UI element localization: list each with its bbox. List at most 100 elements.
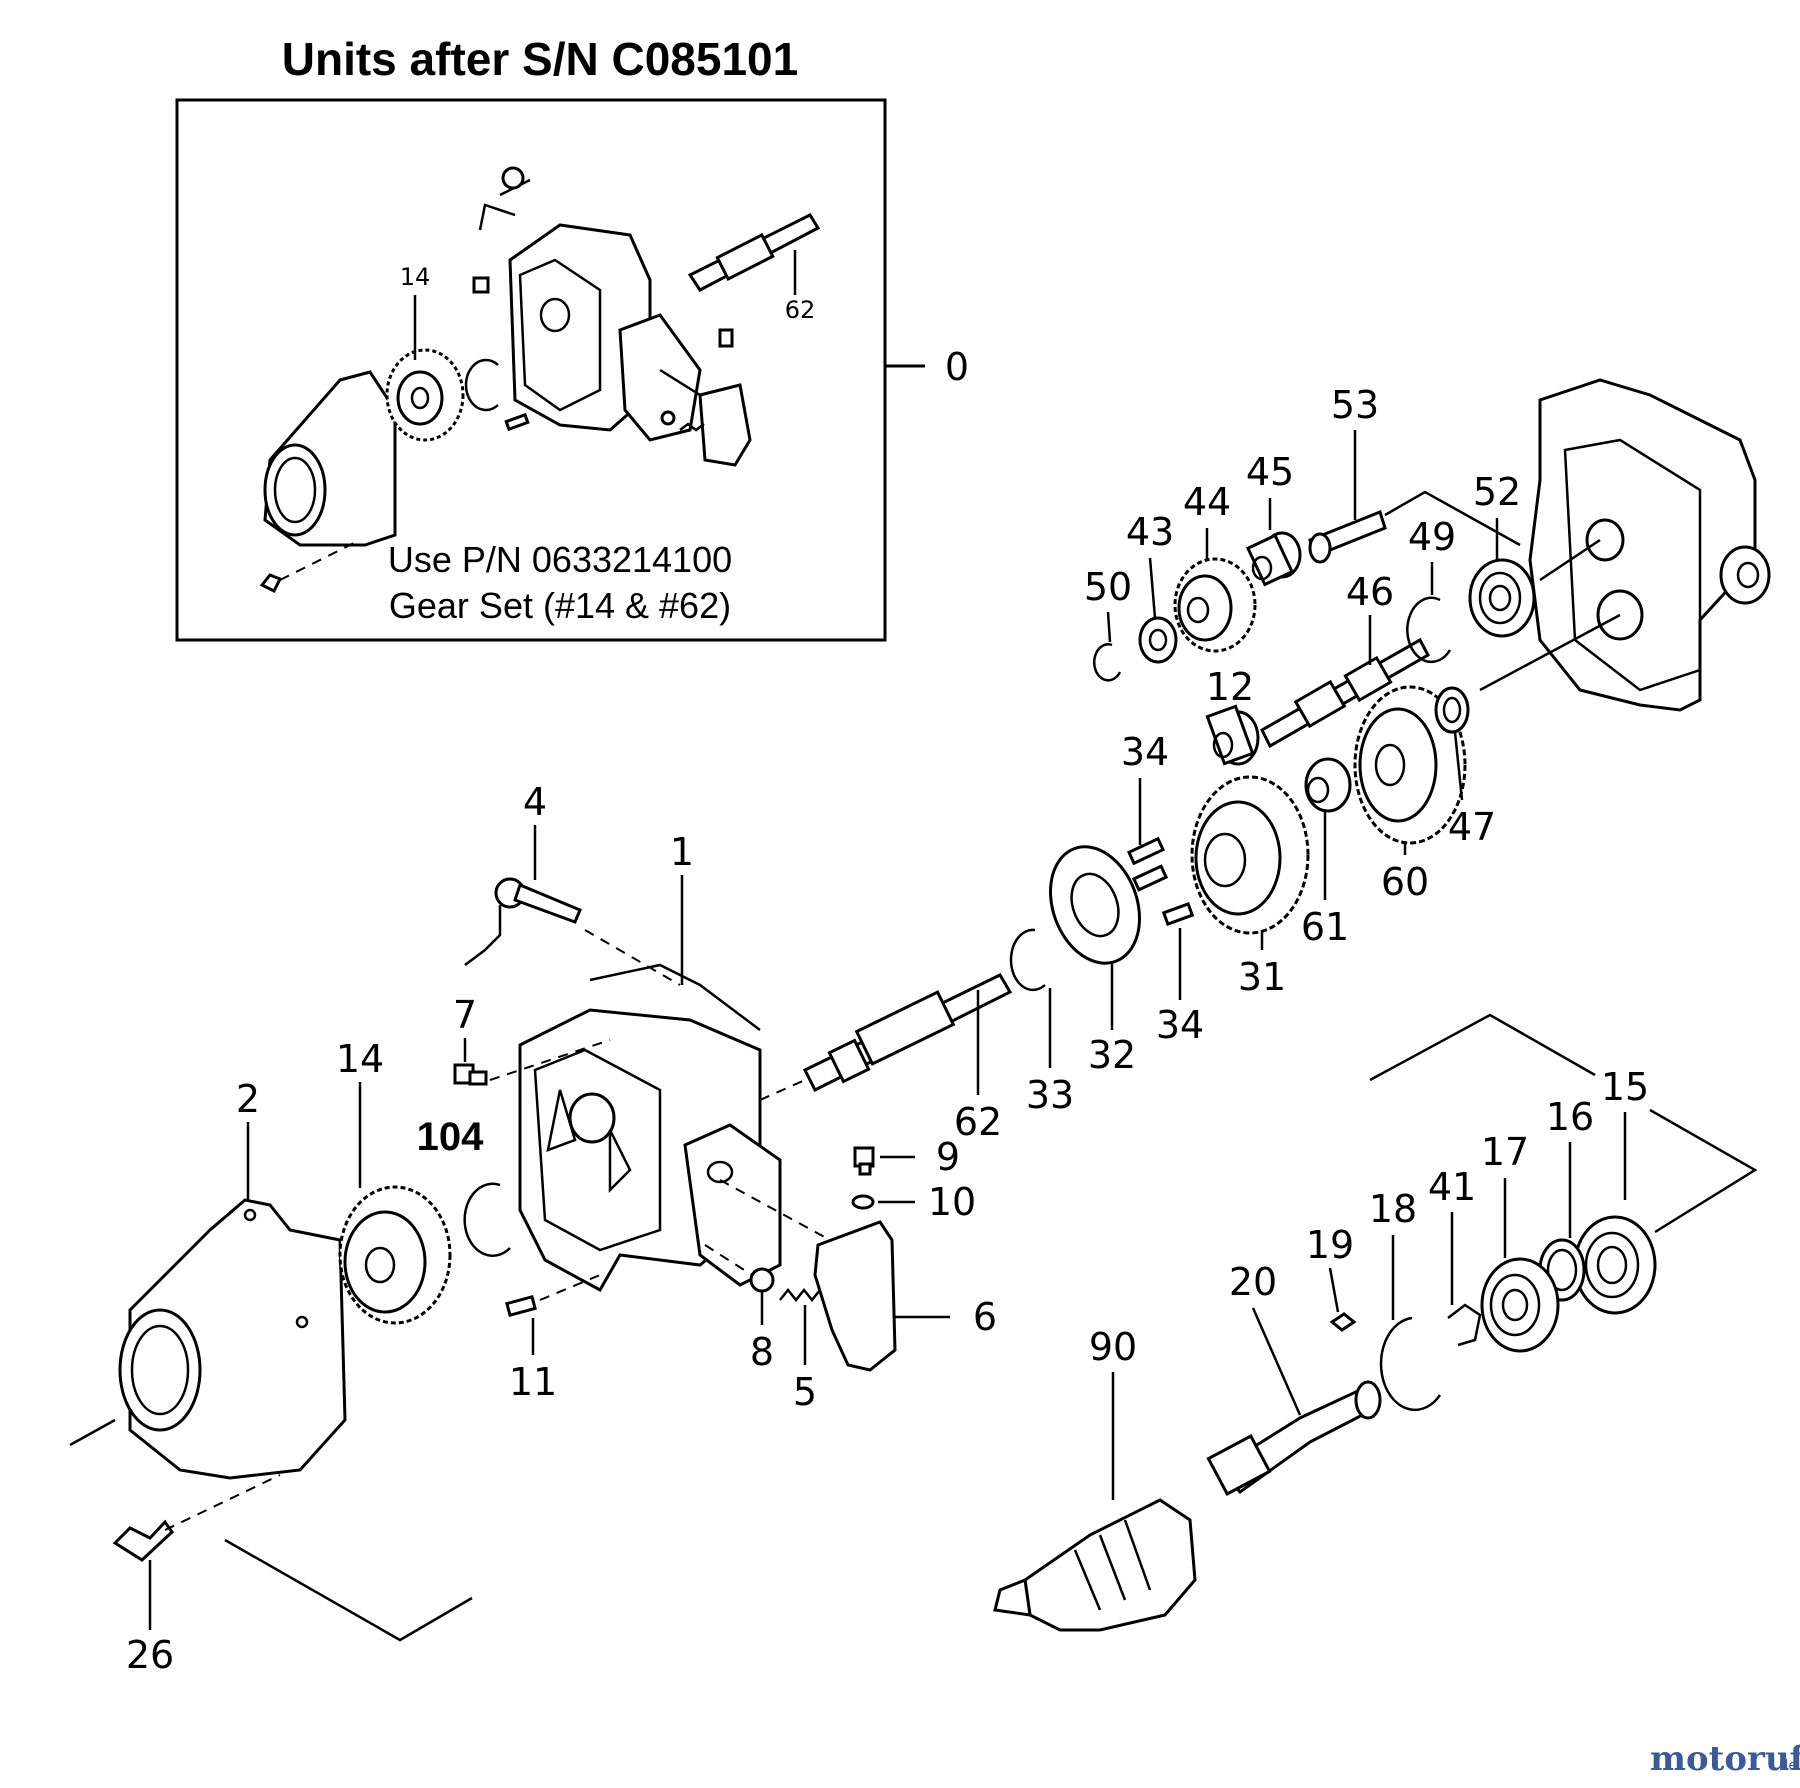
label-9: 9 <box>936 1135 960 1179</box>
inset-bolt <box>259 573 283 594</box>
label-52: 52 <box>1473 470 1521 514</box>
part-50-circlip <box>1092 643 1122 682</box>
label-104: 104 <box>417 1115 484 1159</box>
inset-title: Units after S/N C085101 <box>282 33 798 85</box>
part-60-gear <box>1353 685 1467 845</box>
label-90: 90 <box>1089 1325 1137 1369</box>
label-26: 26 <box>126 1633 174 1677</box>
label-12: 12 <box>1206 665 1254 709</box>
label-1: 1 <box>670 830 694 874</box>
label-46: 46 <box>1346 570 1394 614</box>
label-7: 7 <box>453 993 477 1037</box>
assembly-baseline <box>69 1418 473 1642</box>
label-34b: 34 <box>1156 1003 1204 1047</box>
label-45: 45 <box>1246 450 1294 494</box>
inset-cone-cover <box>263 370 397 547</box>
inset-snap-ring <box>464 358 499 412</box>
inset-spring <box>679 422 705 432</box>
inset-note-line2: Gear Set (#14 & #62) <box>389 585 731 626</box>
label-11: 11 <box>509 1360 557 1404</box>
label-17: 17 <box>1481 1130 1529 1174</box>
part-62-shaft <box>802 973 1013 1093</box>
watermark-text: motoruf <box>1650 1739 1800 1779</box>
inset-gear-housing <box>508 223 702 442</box>
part-10-washer <box>851 1194 875 1210</box>
label-14: 14 <box>336 1037 384 1081</box>
part-52-bearing <box>1468 558 1536 638</box>
inset-wire-pin <box>478 178 531 231</box>
inset-screw-2 <box>718 328 734 348</box>
part-34-pin-lower <box>1161 901 1195 927</box>
part-34-pin-upper <box>1126 836 1169 892</box>
part-44-gear <box>1173 557 1257 653</box>
label-43: 43 <box>1126 510 1174 554</box>
label-61: 61 <box>1301 905 1349 949</box>
label-19: 19 <box>1306 1223 1354 1267</box>
part-8-ball <box>749 1267 775 1293</box>
part-53-shaft <box>1308 510 1387 564</box>
rear-gear-housing <box>1528 378 1771 712</box>
watermark: motoruf .de <box>1650 1739 1800 1779</box>
part-17-bearing <box>1480 1257 1560 1353</box>
part-90-drill-chuck <box>993 1498 1197 1632</box>
label-18: 18 <box>1369 1187 1417 1231</box>
part-32-thrust-washer <box>1049 845 1141 965</box>
part-7-screw <box>453 1063 488 1086</box>
part-41-clip <box>1447 1303 1482 1347</box>
label-44: 44 <box>1183 480 1231 524</box>
label-2: 2 <box>236 1077 260 1121</box>
part-4-wire-pin <box>464 877 582 966</box>
label-50: 50 <box>1084 565 1132 609</box>
label-20: 20 <box>1229 1260 1277 1304</box>
inset-label-62: 62 <box>785 296 816 324</box>
label-16: 16 <box>1546 1095 1594 1139</box>
part-104-snap-ring <box>463 1182 511 1257</box>
part-47-washer <box>1434 686 1470 734</box>
inset-label-14: 14 <box>400 263 431 291</box>
part-6-lever <box>813 1220 897 1372</box>
watermark-suffix: .de <box>1775 1758 1797 1774</box>
inset-pin <box>504 412 530 432</box>
label-62: 62 <box>954 1100 1002 1144</box>
part-2-cone-cover <box>118 1198 347 1480</box>
inset-gear-14 <box>385 348 465 442</box>
part-12-bushing <box>1205 704 1260 766</box>
label-15: 15 <box>1601 1065 1649 1109</box>
label-49: 49 <box>1408 515 1456 559</box>
label-5: 5 <box>793 1370 817 1414</box>
label-53: 53 <box>1331 383 1379 427</box>
label-10: 10 <box>928 1180 976 1224</box>
part-26-bolt <box>112 1519 174 1562</box>
label-34a: 34 <box>1121 730 1169 774</box>
label-47: 47 <box>1448 805 1496 849</box>
inset-shaft-62 <box>687 213 821 292</box>
part-14-gear <box>338 1185 452 1325</box>
part-61-bushing <box>1304 757 1352 813</box>
part-46-shaft <box>1260 637 1431 749</box>
label-31: 31 <box>1238 955 1286 999</box>
inset-frame <box>175 98 887 642</box>
part-20-spindle <box>1206 1380 1382 1496</box>
part-19-key <box>1329 1312 1357 1332</box>
part-9-screw <box>853 1146 875 1176</box>
inset-ref-label: 0 <box>945 345 969 389</box>
part-1-gear-housing <box>518 963 782 1293</box>
label-8: 8 <box>750 1330 774 1374</box>
part-11-pin <box>505 1295 537 1317</box>
part-33-snap-ring <box>1009 928 1046 992</box>
part-45-bushing <box>1245 531 1302 587</box>
part-5-spring <box>779 1287 821 1303</box>
label-60: 60 <box>1381 860 1429 904</box>
label-32: 32 <box>1088 1033 1136 1077</box>
part-31-gear <box>1190 775 1310 935</box>
chuck-group-bracket <box>1369 1013 1758 1234</box>
label-33: 33 <box>1026 1073 1074 1117</box>
label-4: 4 <box>523 780 547 824</box>
inset-screw <box>472 276 490 294</box>
part-43-washer <box>1138 616 1178 664</box>
part-18-snap-ring <box>1379 1316 1442 1412</box>
label-41: 41 <box>1428 1165 1476 1209</box>
inset-panel: Units after S/N C085101 0 14 <box>175 33 969 642</box>
inset-note-line1: Use P/N 0633214100 <box>388 539 732 580</box>
